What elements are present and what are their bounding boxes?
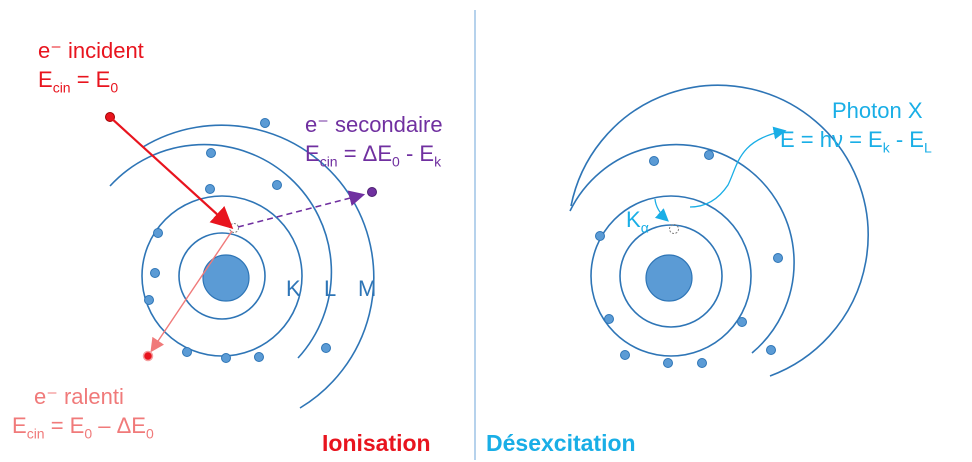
electron: [620, 350, 630, 360]
electron: [595, 231, 605, 241]
right-shell-l: [590, 195, 752, 357]
electron: [260, 118, 270, 128]
left-electrons: [144, 118, 331, 363]
ralenti-label: e⁻ ralenti Ecin = E0 – ΔE0: [12, 384, 154, 442]
right-atom: [569, 84, 869, 377]
secondaire-title: e⁻ secondaire: [305, 112, 443, 137]
vacancy-marker: [669, 224, 679, 234]
electron: [221, 353, 231, 363]
secondary-arrow: [237, 190, 366, 228]
electron: [205, 184, 215, 194]
ionisation-title: Ionisation: [322, 430, 431, 456]
electron: [773, 253, 783, 263]
ralenti-electron: [142, 350, 154, 362]
secondary-electron: [367, 187, 377, 197]
right-electrons: [595, 150, 783, 368]
electron: [604, 314, 614, 324]
electron: [182, 347, 192, 357]
electron: [206, 148, 216, 158]
electron: [766, 345, 776, 355]
ralenti-energy: Ecin = E0 – ΔE0: [12, 413, 154, 442]
incident-title: e⁻ incident: [38, 38, 144, 63]
electron: [321, 343, 331, 353]
electron: [737, 317, 747, 327]
electron: [649, 156, 659, 166]
incident-energy: Ecin = E0: [38, 67, 119, 96]
ralenti-arrow: [150, 230, 233, 353]
electron: [272, 180, 282, 190]
right-nucleus: [645, 254, 693, 302]
photon-energy: E = hν = Ek - EL: [780, 127, 932, 156]
left-atom: [105, 112, 377, 409]
photon-arrow: [689, 126, 787, 208]
electron: [704, 150, 714, 160]
secondaire-energy: Ecin = ΔE0 - Ek: [305, 141, 442, 170]
incident-label: e⁻ incident Ecin = E0: [38, 38, 144, 96]
shell-label-l: L: [324, 276, 337, 301]
electron: [150, 268, 160, 278]
incident-arrow: [109, 116, 234, 229]
electron: [254, 352, 264, 362]
right-shell-outer: [570, 84, 869, 377]
photon-title: Photon X: [832, 98, 923, 123]
electron: [697, 358, 707, 368]
secondaire-label: e⁻ secondaire Ecin = ΔE0 - Ek: [305, 112, 443, 170]
right-shell-m: [569, 143, 795, 354]
shell-label-k: K: [286, 276, 301, 301]
k-alpha-label: Kα: [626, 207, 649, 236]
electron: [153, 228, 163, 238]
desexcitation-title: Désexcitation: [486, 430, 636, 456]
ralenti-title: e⁻ ralenti: [34, 384, 124, 409]
electron: [144, 295, 154, 305]
shell-label-m: M: [358, 276, 377, 301]
k-alpha-arrow: [654, 198, 669, 222]
left-nucleus: [202, 254, 250, 302]
electron: [663, 358, 673, 368]
vacancy-marker: [229, 223, 239, 233]
left-shell-m: [109, 143, 333, 359]
left-shell-k: [178, 232, 266, 320]
photon-label: Photon X E = hν = Ek - EL: [780, 98, 932, 156]
